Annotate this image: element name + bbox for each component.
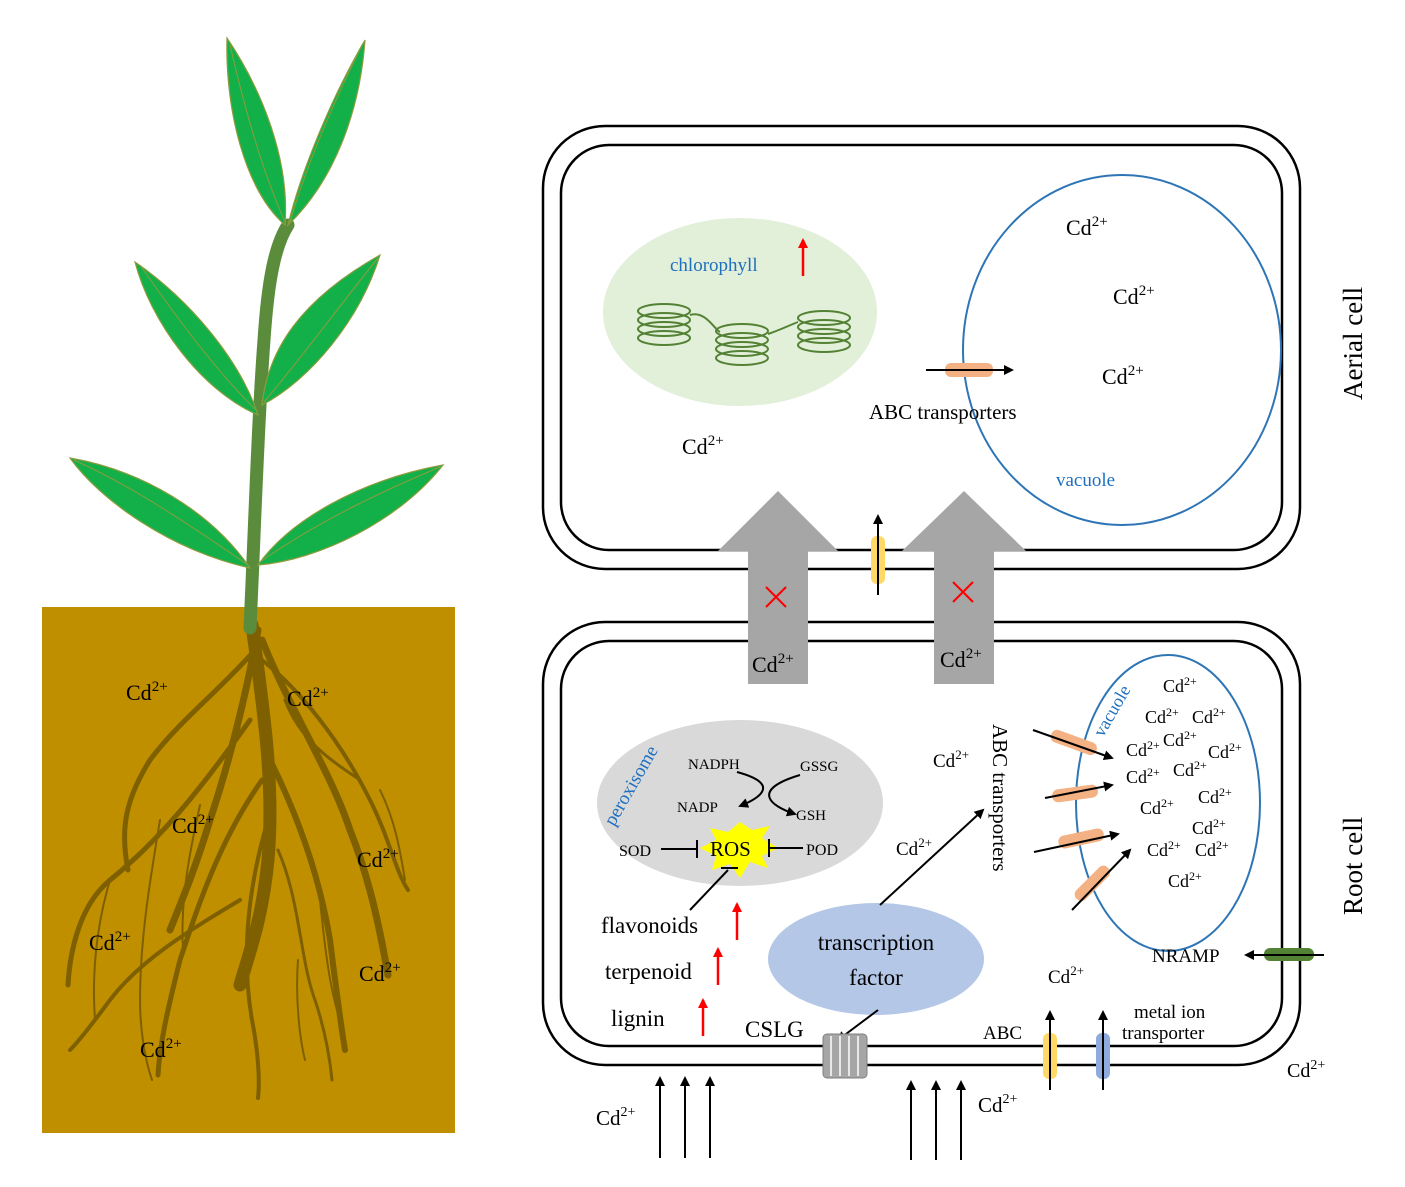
abc-membrane-label: ABC bbox=[983, 1023, 1022, 1044]
terpenoid-label: terpenoid bbox=[605, 959, 692, 984]
cslg-channel bbox=[822, 1033, 868, 1079]
nramp-label: NRAMP bbox=[1152, 946, 1220, 967]
chloroplast bbox=[603, 218, 877, 406]
soil-cd-ion: Cd2+ bbox=[140, 1036, 182, 1062]
root-system bbox=[65, 618, 410, 1100]
root-cytosol-cd-ion: Cd2+ bbox=[933, 747, 969, 772]
leaf bbox=[68, 457, 252, 569]
leaf-veins bbox=[73, 44, 441, 566]
root-vacuole-abc-transporters bbox=[1032, 729, 1132, 911]
root-vacuole-cd-ion: Cd2+ bbox=[1195, 838, 1229, 860]
plant-illustration: Cd2+ Cd2+ Cd2+ Cd2+ Cd2+ Cd2+ Cd2+ bbox=[42, 36, 455, 1133]
lignin-label: lignin bbox=[611, 1006, 665, 1031]
leaf bbox=[134, 260, 259, 417]
soil-cd-ion: Cd2+ bbox=[359, 960, 401, 986]
sod-label: SOD bbox=[619, 843, 651, 860]
root-cytosol-cd-ion: Cd2+ bbox=[896, 835, 932, 860]
root-vacuole-cd-ion: Cd2+ bbox=[1126, 765, 1160, 787]
flavonoids-label: flavonoids bbox=[601, 913, 698, 938]
ros-burst bbox=[700, 822, 778, 878]
root-abc-arrow bbox=[1044, 781, 1114, 799]
plant-stem bbox=[243, 218, 295, 635]
translocation-cd-ion: Cd2+ bbox=[752, 651, 794, 677]
root-vacuole-cd-ion: Cd2+ bbox=[1168, 869, 1202, 891]
root-cell-label: Root cell bbox=[1338, 817, 1368, 915]
gssg-label: GSSG bbox=[800, 759, 839, 775]
soil-cd-ion: Cd2+ bbox=[89, 929, 131, 955]
root-vacuole-cd-ion: Cd2+ bbox=[1145, 705, 1179, 727]
root-vacuole-ions: Cd2+ Cd2+ Cd2+ Cd2+ Cd2+ Cd2+ Cd2+ Cd2+ … bbox=[1126, 674, 1242, 891]
blocked-translocation-arrow bbox=[718, 491, 838, 684]
root-vacuole-cd-ion: Cd2+ bbox=[1192, 705, 1226, 727]
translocation: Cd2+ Cd2+ bbox=[718, 491, 1026, 684]
soil-uptake bbox=[655, 1076, 966, 1160]
root-vacuole-cd-ion: Cd2+ bbox=[1163, 728, 1197, 750]
external-cd-ion: Cd2+ bbox=[1287, 1058, 1325, 1082]
root-cell-membrane bbox=[559, 639, 1284, 1048]
root-cell-wall-outer bbox=[541, 620, 1302, 1067]
soil-cd-ion: Cd2+ bbox=[287, 685, 329, 711]
soil-cd-ion: Cd2+ bbox=[357, 846, 399, 872]
cslg-label: CSLG bbox=[745, 1017, 804, 1042]
thylakoid-stacks bbox=[637, 303, 851, 366]
tf-label-line2: factor bbox=[849, 965, 903, 990]
blocked-translocation-arrow bbox=[902, 491, 1026, 684]
root-abc-transporter bbox=[1050, 729, 1097, 756]
leaf bbox=[286, 39, 366, 227]
soil-cd-ion: Cd2+ bbox=[172, 812, 214, 838]
root-vacuole-cd-ion: Cd2+ bbox=[1147, 838, 1181, 860]
aerial-cell: chlorophyll vacuole Cd2+ Cd2+ Cd2+ ABC t… bbox=[541, 124, 1368, 571]
aerial-abc-label: ABC transporters bbox=[869, 400, 1017, 424]
soil-ions: Cd2+ Cd2+ Cd2+ Cd2+ Cd2+ Cd2+ Cd2+ bbox=[89, 679, 401, 1062]
ros-label: ROS bbox=[710, 837, 751, 861]
translocation-cd-ion: Cd2+ bbox=[940, 646, 982, 672]
root-cell: Root cell peroxisome NADPH GSSG NADP GSH… bbox=[541, 620, 1368, 1090]
root-vacuole-cd-ion: Cd2+ bbox=[1163, 674, 1197, 696]
aerial-vacuole-label: vacuole bbox=[1056, 470, 1115, 491]
leaf bbox=[256, 464, 445, 566]
transcription-factor bbox=[768, 903, 984, 1015]
root-vacuole-cd-ion: Cd2+ bbox=[1192, 816, 1226, 838]
aerial-cytosol-cd-ion: Cd2+ bbox=[682, 433, 724, 459]
root-vacuole-cd-ion: Cd2+ bbox=[1208, 740, 1242, 762]
root-vacuole-cd-ion: Cd2+ bbox=[1140, 796, 1174, 818]
root-vacuole-cd-ion: Cd2+ bbox=[1173, 758, 1207, 780]
root-cytosol-cd-ion: Cd2+ bbox=[1048, 963, 1084, 988]
nadp-label: NADP bbox=[677, 800, 718, 816]
redox-arrow-gssg bbox=[768, 774, 801, 817]
metal-ion-label-line2: transporter bbox=[1122, 1023, 1205, 1044]
aerial-cell-wall-outer bbox=[541, 124, 1302, 571]
root-abc-transporter bbox=[1074, 865, 1111, 902]
aerial-vacuole-ions: Cd2+ Cd2+ Cd2+ bbox=[1066, 214, 1155, 389]
root-vacuole bbox=[1075, 654, 1261, 952]
nadph-label: NADPH bbox=[688, 757, 740, 773]
root-abc-arrow bbox=[1033, 830, 1120, 853]
root-abc-arrow bbox=[1032, 729, 1114, 761]
tf-label-line1: transcription bbox=[818, 930, 935, 955]
leaf bbox=[226, 36, 287, 227]
aerial-vacuole-cd-ion: Cd2+ bbox=[1102, 363, 1144, 389]
root-vacuole-cd-ion: Cd2+ bbox=[1198, 785, 1232, 807]
tf-to-abc-arrow bbox=[879, 808, 985, 906]
uptake-cd-ion: Cd2+ bbox=[596, 1105, 636, 1130]
soil-cd-ion: Cd2+ bbox=[126, 679, 168, 705]
root-abc-vertical-label: ABC transporters bbox=[988, 724, 1012, 872]
root-abc-arrow bbox=[1071, 848, 1132, 911]
uptake-cd-ion: Cd2+ bbox=[978, 1092, 1018, 1117]
aerial-cell-label: Aerial cell bbox=[1338, 287, 1368, 400]
pod-label: POD bbox=[806, 842, 838, 859]
inhibition-lines bbox=[661, 839, 803, 911]
chlorophyll-label: chlorophyll bbox=[670, 255, 758, 276]
aerial-vacuole-cd-ion: Cd2+ bbox=[1066, 214, 1108, 240]
metal-ion-label-line1: metal ion bbox=[1134, 1002, 1206, 1023]
gsh-label: GSH bbox=[796, 808, 826, 824]
aerial-vacuole-cd-ion: Cd2+ bbox=[1113, 283, 1155, 309]
soil-block bbox=[42, 607, 455, 1133]
redox-arrow-nadph bbox=[736, 771, 765, 808]
aerial-vacuole bbox=[962, 174, 1282, 526]
root-vacuole-cd-ion: Cd2+ bbox=[1126, 738, 1160, 760]
